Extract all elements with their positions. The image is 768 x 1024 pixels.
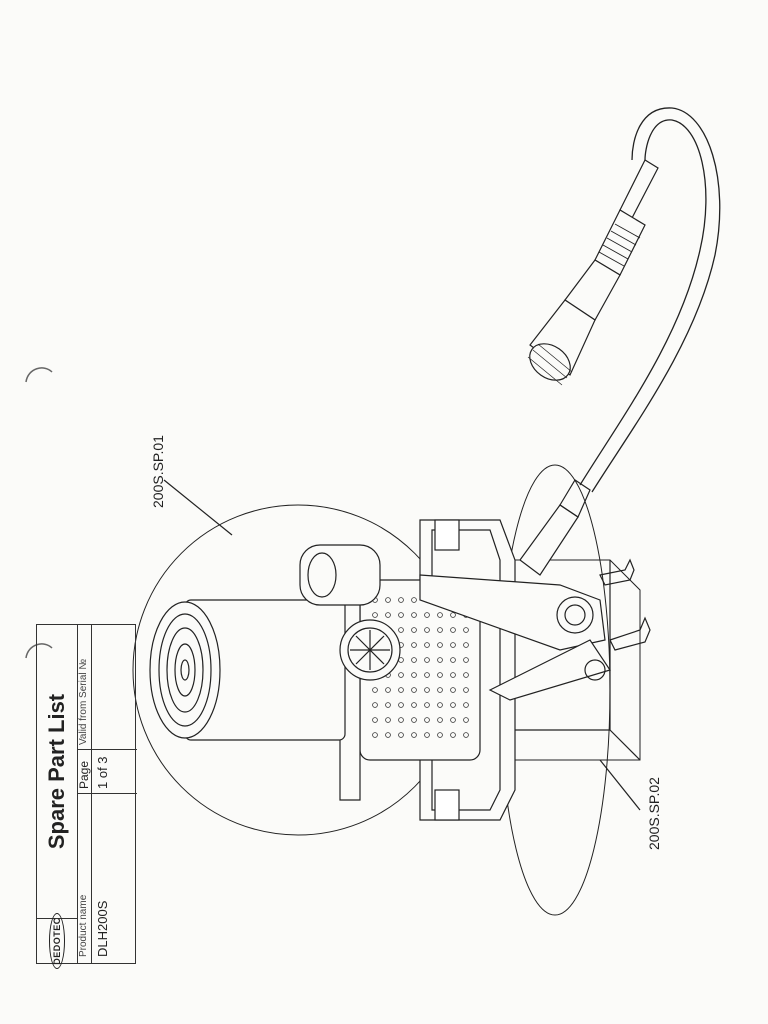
page-label: Page [77, 749, 91, 793]
product-name-value: DLH200S [91, 793, 137, 963]
callout-part-01: 200S.SP.01 [150, 435, 166, 508]
valid-from-value [91, 625, 137, 749]
title-block-table: DEDOTEC Spare Part List Product name Pag… [36, 624, 137, 969]
punch-hole-top [25, 367, 53, 383]
page-value: 1 of 3 [91, 749, 137, 793]
document-title: Spare Part List [44, 693, 69, 850]
callout-part-02: 200S.SP.02 [646, 777, 662, 850]
valid-from-label: Valid from Serial № [78, 658, 89, 745]
punch-hole-bottom [25, 643, 53, 659]
title-block: DEDOTEC Spare Part List Product name Pag… [36, 624, 137, 969]
product-name-label: Product name [77, 793, 91, 963]
company-logo: DEDOTEC [37, 913, 77, 969]
logo-text: DEDOTEC [49, 913, 65, 969]
